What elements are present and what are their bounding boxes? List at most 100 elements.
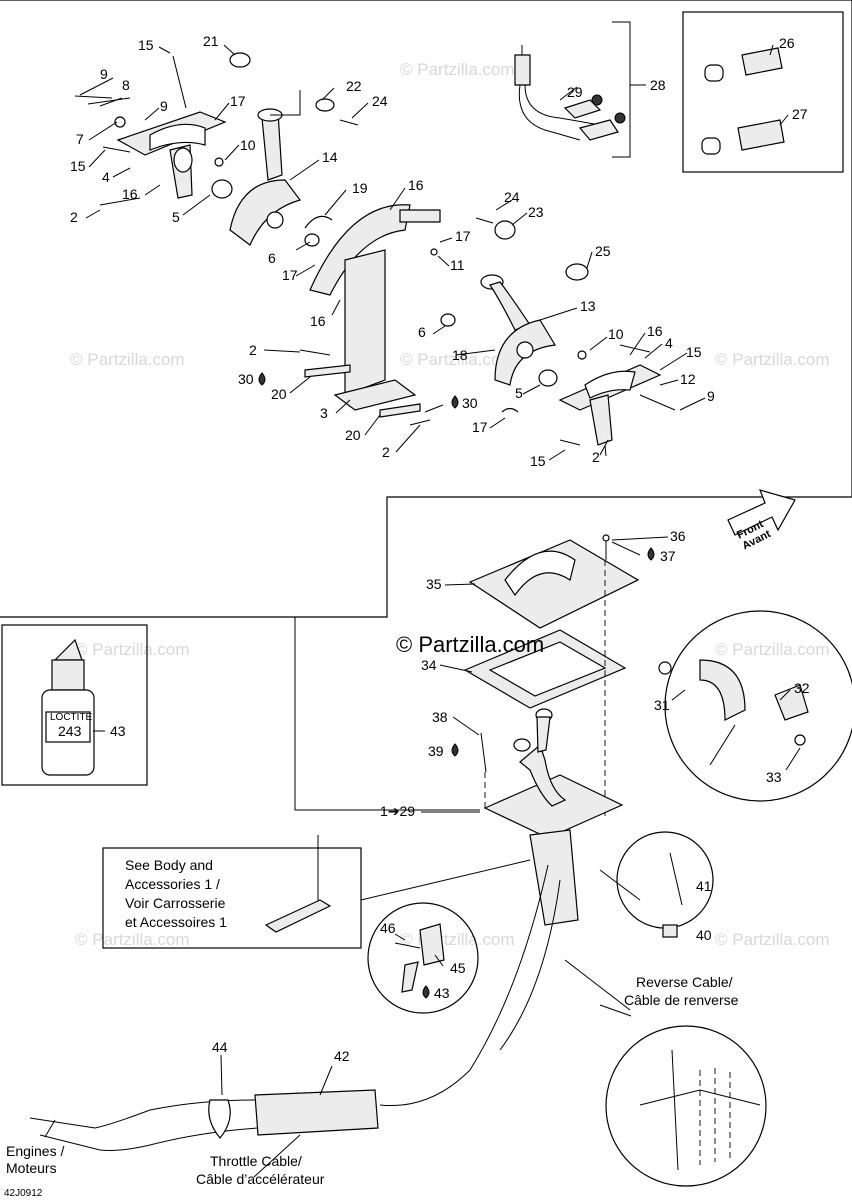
callout-41: 41 (696, 878, 712, 894)
watermark: © Partzilla.com (400, 350, 515, 369)
screw-2-low (409, 419, 431, 426)
callout-13: 13 (580, 298, 596, 314)
switch-28 (514, 54, 531, 86)
ball-10 (214, 157, 224, 167)
screw-9 (74, 95, 113, 99)
callout-10: 10 (608, 326, 624, 342)
terminal-a (563, 99, 602, 119)
callout-16: 16 (122, 186, 138, 202)
reverse-bracket-dash (699, 1068, 731, 1165)
plate-32 (774, 684, 809, 721)
callout-15: 15 (138, 37, 154, 53)
callout-6: 6 (418, 324, 426, 340)
drop-icon (451, 743, 459, 757)
callout-24: 24 (372, 93, 388, 109)
right-detent (584, 370, 636, 399)
screw-24-left (339, 119, 359, 126)
throttle-cable-label: Throttle Cable/ (210, 1153, 302, 1169)
screw-24-right (475, 217, 494, 224)
callout-20: 20 (271, 386, 287, 402)
bushing-5-left (211, 179, 233, 199)
terminal-b (578, 119, 619, 141)
drop-icon (422, 985, 430, 999)
connector-29-b (614, 112, 626, 124)
connector-29-a (591, 94, 603, 106)
connector-27 (737, 119, 785, 151)
callout-29: 29 (567, 84, 583, 100)
harness-wire-1 (518, 84, 581, 141)
watermark: © Partzilla.com (70, 350, 185, 369)
callout-4: 4 (102, 169, 110, 185)
engine-cable-a-end (29, 1117, 96, 1129)
callout-23: 23 (528, 204, 544, 220)
reverse-cable (499, 879, 561, 1051)
callout-45: 45 (450, 960, 466, 976)
reverse-cable-label-fr: Câble de renverse (624, 992, 739, 1008)
callout-27: 27 (792, 106, 808, 122)
callout-46: 46 (380, 920, 396, 936)
callout-44: 44 (212, 1039, 228, 1055)
callout-43: 43 (434, 985, 450, 1001)
washer-22 (315, 98, 335, 112)
housing-post (344, 249, 386, 396)
lever-14-sector (229, 179, 302, 246)
callout-31: 31 (654, 697, 670, 713)
callout-37: 37 (660, 548, 676, 564)
callout-15: 15 (686, 344, 702, 360)
seal-23 (494, 220, 516, 240)
clip-19 (304, 215, 333, 229)
pin-46 (394, 942, 421, 949)
detail-circle-reverse (605, 1025, 767, 1187)
callouts: 15 9 8 9 17 7 15 4 16 10 2 5 21 22 24 14… (70, 33, 810, 1064)
front-arrow-icon (727, 489, 796, 536)
plug-26 (704, 64, 724, 82)
gasket-34-inner (488, 641, 607, 697)
callout-17: 17 (230, 93, 246, 109)
callout-9: 9 (100, 66, 108, 82)
callout-4: 4 (665, 335, 673, 351)
callout-16: 16 (647, 323, 663, 339)
ball-7 (114, 116, 126, 128)
see-body-line4: et Accessoires 1 (125, 914, 227, 930)
drop-icon (451, 395, 459, 409)
callout-3: 3 (320, 405, 328, 421)
nut-33 (794, 734, 806, 746)
callout-24: 24 (504, 189, 520, 205)
copyright-text: © Partzilla.com (396, 632, 544, 657)
callout-26: 26 (779, 35, 795, 51)
bolt-31 (658, 661, 672, 675)
watermark: © Partzilla.com (400, 60, 515, 79)
callout-42: 42 (334, 1048, 350, 1064)
see-body-line2: Accessories 1 / (125, 876, 220, 892)
callout-30: 30 (238, 371, 254, 387)
callout-32: 32 (794, 680, 810, 696)
detent-16-top (399, 209, 441, 223)
spring-8 (87, 97, 131, 105)
diagram-code: 42J0912 (4, 1188, 43, 1199)
screw-15-top (172, 55, 187, 109)
callout-8: 8 (122, 77, 130, 93)
watermark: © Partzilla.com (715, 930, 830, 949)
control-housing (529, 829, 579, 926)
lever-grip-left (513, 738, 531, 752)
callout-16: 16 (408, 177, 424, 193)
throttle-cable-label-fr: Câble d’accélérateur (196, 1171, 325, 1187)
lever-13-hub (516, 341, 534, 359)
reference-bracket (294, 617, 480, 811)
callout-7: 7 (76, 131, 84, 147)
engines-label-fr: Moteurs (6, 1160, 57, 1176)
callout-ref-assembly: 1➔29 (380, 803, 415, 819)
callout-16: 16 (310, 313, 326, 329)
inset-box-26-27 (682, 11, 844, 173)
plate-20-left (304, 364, 351, 378)
engine-cable-b (99, 1127, 259, 1151)
ring-21 (229, 52, 251, 68)
detail-cable (709, 724, 736, 766)
leader-lines (44, 44, 801, 1178)
control-lever (519, 743, 567, 807)
screw-38 (480, 732, 487, 773)
upper-exploded-view (74, 21, 785, 456)
callout-2: 2 (249, 342, 257, 358)
drop-icon (647, 547, 655, 561)
watermark: © Partzilla.com (715, 640, 830, 659)
